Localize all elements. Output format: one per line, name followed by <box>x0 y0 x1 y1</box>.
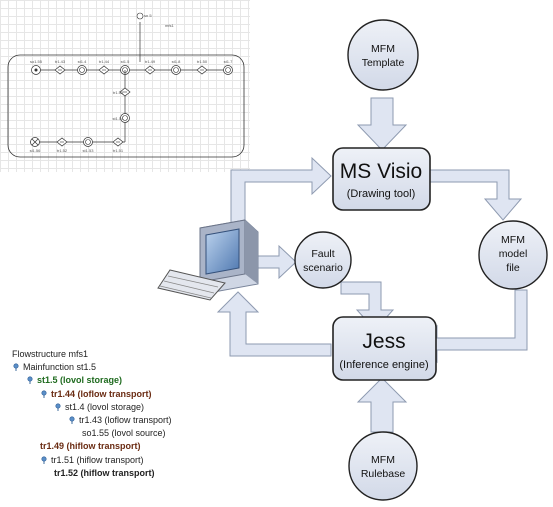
arrow-visio-to-model-file <box>428 169 523 221</box>
mfm-rulebase-line1: MFM <box>371 454 395 466</box>
mfm-node-bottom-1: tr1.52 <box>56 137 68 153</box>
mfm-node-bottom-2-label: st1.53 <box>83 148 95 153</box>
mfm-rulebase-line2: Rulebase <box>361 468 406 480</box>
tree-item[interactable]: Mainfunction st1.5 <box>12 361 242 374</box>
mfm-node-top-3: tr1.44 <box>98 59 110 75</box>
tree-item-label: Mainfunction st1.5 <box>23 362 97 373</box>
top-node-row: so1.55 tr1.43 st1.4 tr1.44 st1.5 tr1.49 st1.8 t… <box>30 59 233 75</box>
tree-item[interactable]: tr1.49 (hiflow transport) <box>12 440 242 453</box>
mfm-node-top-4-label: st1.5 <box>121 59 130 64</box>
fault-scenario-line1: Fault <box>311 248 334 260</box>
top-node <box>136 12 144 20</box>
arrow-computer-to-visio <box>230 156 332 226</box>
mfm-node-bottom-3: tr1.51 <box>112 137 124 153</box>
mfm-node-top-8: st1.7 <box>223 59 233 75</box>
mfm-model-file-line1: MFM <box>501 234 525 246</box>
mfm-node-bottom-0: si1.56 <box>30 137 41 153</box>
mfm-node-branch-1-label: st1.54 <box>113 116 125 121</box>
pin-icon <box>54 403 62 411</box>
mfm-rulebase-node: MFM Rulebase <box>348 431 418 501</box>
arrow-jess-to-computer <box>216 291 332 357</box>
flow-structure-frame <box>7 54 245 158</box>
mfm-node-top-5-label: tr1.49 <box>145 59 156 64</box>
mfm-node-top-0: so1.55 <box>30 59 43 75</box>
mfm-node-branch-0-label: tr1.53 <box>113 90 124 95</box>
jess-title: Jess <box>362 330 405 353</box>
tree-item-label: st1.5 (lovol storage) <box>37 375 123 386</box>
tree-item[interactable]: tr1.52 (hiflow transport) <box>12 467 242 480</box>
tree-item-label: Flowstructure mfs1 <box>12 349 89 359</box>
tree-item[interactable]: st1.5 (lovol storage) <box>12 374 242 387</box>
mfm-model-thumbnail: sn 5 mfs1 so1.55 tr1.43 st1.4 tr1.44 st1.5 tr… <box>0 0 250 172</box>
mfm-node-top-1: tr1.43 <box>54 59 66 75</box>
mfm-node-top-0-label: so1.55 <box>30 59 43 64</box>
tree-item-label: tr1.51 (hiflow transport) <box>51 454 144 465</box>
mfm-node-top-5: tr1.49 <box>144 59 156 75</box>
tree-item-label: so1.55 (lovol source) <box>82 428 166 439</box>
tree-item-label: tr1.49 (hiflow transport) <box>40 441 141 452</box>
pin-icon <box>68 416 76 424</box>
fault-scenario-line2: scenario <box>303 262 343 274</box>
mfm-node-top-6-label: st1.8 <box>172 59 181 64</box>
mfm-node-top-2-label: st1.4 <box>78 59 87 64</box>
computer-icon <box>157 219 259 301</box>
mfm-node-top-3-label: tr1.44 <box>99 59 110 64</box>
mfm-model-file-line2: model <box>499 248 528 260</box>
arrow-computer-to-fault <box>257 244 297 280</box>
ms-visio-title: MS Visio <box>340 160 422 183</box>
mfm-template-line2: Template <box>362 57 405 69</box>
mfm-node-bottom-2: st1.53 <box>83 137 95 153</box>
ms-visio-subtitle: (Drawing tool) <box>347 188 415 200</box>
tree-item[interactable]: tr1.44 (loflow transport) <box>12 388 242 401</box>
pin-icon <box>12 363 20 372</box>
mfm-model-sketch: sn 5 mfs1 so1.55 tr1.43 st1.4 tr1.44 st1.5 tr… <box>7 12 245 158</box>
tree-item-label: tr1.44 (loflow transport) <box>51 388 152 399</box>
top-node-label: sn 5 <box>144 13 152 18</box>
mfm-model-file-line3: file <box>506 262 520 274</box>
mfm-node-top-2: st1.4 <box>77 59 87 75</box>
mfm-node-top-7-label: tr1.50 <box>197 59 208 64</box>
mfm-model-file-node: MFM model file <box>478 220 548 290</box>
pin-icon <box>40 390 48 398</box>
mfm-node-top-7: tr1.50 <box>196 59 208 75</box>
tree-item-label: tr1.43 (loflow transport) <box>79 414 172 425</box>
tree-item[interactable]: tr1.43 (loflow transport) <box>12 414 242 427</box>
mfm-node-bottom-0-label: si1.56 <box>30 148 41 153</box>
mfm-node-branch-0: tr1.53 <box>113 87 131 97</box>
tree-item-label: tr1.52 (hiflow transport) <box>54 467 155 478</box>
tree-item[interactable]: Flowstructure mfs1 <box>12 348 242 361</box>
tree-item[interactable]: st1.4 (lovol storage) <box>12 401 242 414</box>
tree-item[interactable]: tr1.51 (hiflow transport) <box>12 454 242 467</box>
mfm-node-top-6: st1.8 <box>171 59 181 75</box>
flow-structure-label: mfs1 <box>165 23 174 28</box>
mfm-node-top-8-label: st1.7 <box>224 59 233 64</box>
mfm-template-line1: MFM <box>371 43 395 55</box>
tree-item-label: st1.4 (lovol storage) <box>65 401 145 412</box>
fault-scenario-node: Fault scenario <box>294 231 352 289</box>
bottom-node-row: si1.56 tr1.52 st1.53 tr1.51 <box>30 137 124 153</box>
mfm-node-bottom-3-label: tr1.51 <box>113 148 124 153</box>
pin-icon <box>40 455 48 464</box>
tree-item[interactable]: so1.55 (lovol source) <box>12 427 242 440</box>
jess-node: Jess (Inference engine) <box>332 316 437 381</box>
arrow-template-to-visio <box>356 97 408 151</box>
pin-icon <box>26 376 34 385</box>
jess-subtitle: (Inference engine) <box>339 359 428 371</box>
mfm-node-top-1-label: tr1.43 <box>55 59 66 64</box>
ms-visio-node: MS Visio (Drawing tool) <box>332 147 431 211</box>
mfm-node-bottom-1-label: tr1.52 <box>57 148 68 153</box>
arrow-rulebase-to-jess <box>356 377 408 433</box>
mfm-template-node: MFM Template <box>347 19 419 91</box>
mfm-node-branch-1: st1.54 <box>113 113 130 123</box>
branch-node-column: tr1.53 st1.54 <box>113 87 131 123</box>
